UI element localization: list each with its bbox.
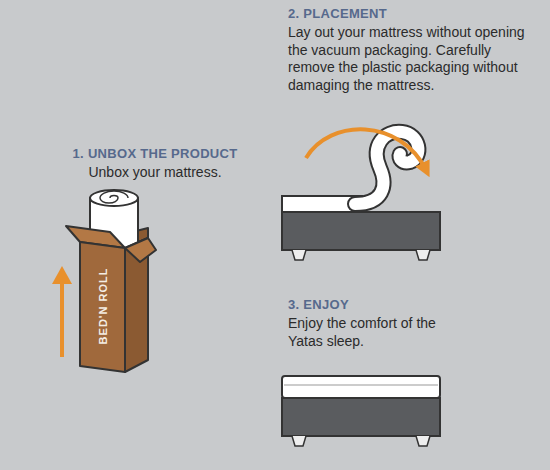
up-arrow [52,266,72,357]
step-heading: 3. ENJOY [288,297,508,313]
mattress-carton [66,190,156,372]
step-text: Lay out your mattress without opening th… [288,24,533,94]
step-heading: 1. UNBOX THE PRODUCT [45,146,265,162]
step-text: Enjoy the comfort of the Yatas sleep. [288,315,458,350]
bed-ready [282,376,440,446]
brand-text: BED'N ROLL [97,268,109,345]
step-heading: 2. PLACEMENT [288,6,538,22]
step-text: Unbox your mattress. [45,164,265,182]
bed-placement [282,129,440,260]
